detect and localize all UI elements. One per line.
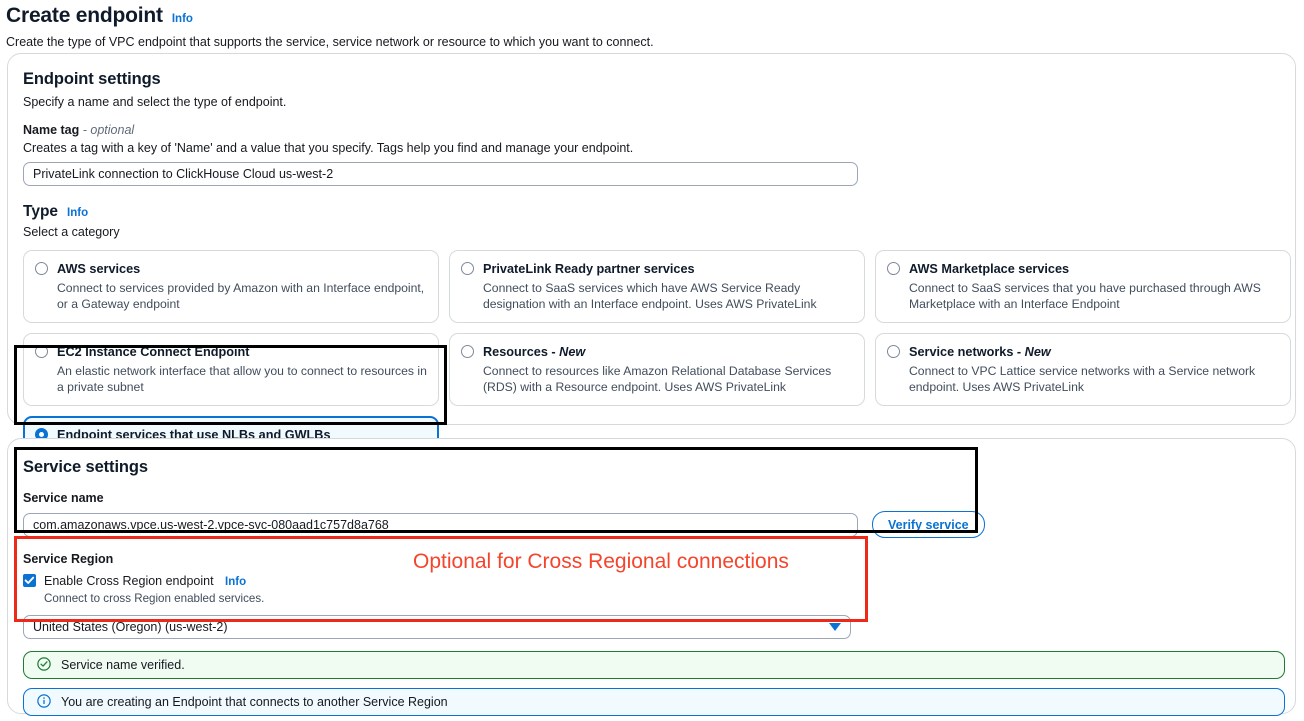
type-option-aws-marketplace-services[interactable]: AWS Marketplace services Connect to SaaS… — [875, 250, 1291, 324]
type-option-label: EC2 Instance Connect Endpoint — [57, 345, 250, 360]
header-info-link[interactable]: Info — [171, 13, 193, 25]
type-option-label: PrivateLink Ready partner services — [483, 262, 695, 276]
type-info-link[interactable]: Info — [67, 207, 89, 219]
endpoint-settings-description: Specify a name and select the type of en… — [23, 95, 287, 109]
radio-icon[interactable] — [887, 262, 900, 275]
service-settings-panel: Service settings Service name com.amazon… — [7, 438, 1296, 716]
type-option-service-networks[interactable]: Service networks - New Connect to VPC La… — [875, 333, 1291, 407]
name-tag-label-text: Name tag — [23, 123, 80, 137]
annotation-cross-region-note: Optional for Cross Regional connections — [413, 550, 789, 573]
type-option-description: Connect to services provided by Amazon w… — [57, 281, 425, 312]
service-name-row: com.amazonaws.vpce.us-west-2.vpce-svc-08… — [23, 511, 1280, 538]
alert-text: Service name verified. — [61, 658, 185, 672]
alert-cross-region-endpoint: You are creating an Endpoint that connec… — [23, 688, 1285, 716]
type-label: Type — [23, 203, 59, 220]
page-header: Create endpoint Info Create the type of … — [0, 0, 1304, 49]
service-settings-title: Service settings — [23, 458, 148, 476]
type-option-label: AWS services — [57, 262, 141, 276]
type-option-privatelink-ready-partner-services[interactable]: PrivateLink Ready partner services Conne… — [449, 250, 865, 324]
new-badge: New — [1024, 345, 1051, 360]
type-option-ec2-instance-connect-endpoint[interactable]: EC2 Instance Connect Endpoint An elastic… — [23, 333, 439, 407]
type-option-text: AWS Marketplace services Connect to SaaS… — [909, 260, 1279, 312]
checkbox-icon[interactable] — [23, 574, 36, 587]
type-option-description: Connect to VPC Lattice service networks … — [909, 364, 1256, 395]
service-name-field: Service name com.amazonaws.vpce.us-west-… — [23, 491, 1280, 538]
alert-text: You are creating an Endpoint that connec… — [61, 695, 448, 709]
radio-icon[interactable] — [461, 262, 474, 275]
alert-service-name-verified: Service name verified. — [23, 651, 1285, 679]
type-option-description: An elastic network interface that allow … — [57, 364, 427, 395]
type-option-description: Connect to SaaS services which have AWS … — [483, 281, 817, 312]
endpoint-settings-panel: Endpoint settings Specify a name and sel… — [7, 53, 1296, 522]
type-option-text: AWS services Connect to services provide… — [57, 260, 427, 312]
type-option-text: Service networks - New Connect to VPC La… — [909, 343, 1279, 395]
page-title: Create endpoint — [6, 4, 163, 27]
type-option-description: Connect to resources like Amazon Relatio… — [483, 364, 832, 395]
type-option-label: AWS Marketplace services — [909, 262, 1070, 276]
cross-region-info-link[interactable]: Info — [225, 576, 247, 588]
name-tag-label: Name tag - optional — [23, 123, 1280, 137]
service-region-selected-value: United States (Oregon) (us-west-2) — [33, 620, 228, 634]
type-option-label-text: Service networks - — [909, 345, 1025, 360]
name-tag-optional: - optional — [82, 123, 135, 137]
type-head: Type Info — [23, 203, 1280, 221]
type-option-text: PrivateLink Ready partner services Conne… — [483, 260, 853, 312]
type-option-text: Resources - New Connect to resources lik… — [483, 343, 853, 395]
verify-service-button[interactable]: Verify service — [872, 511, 985, 538]
page-title-row: Create endpoint Info — [6, 4, 1304, 28]
service-region-select[interactable]: United States (Oregon) (us-west-2) — [23, 615, 851, 639]
type-option-label: Service networks - New — [909, 345, 1051, 359]
page-description: Create the type of VPC endpoint that sup… — [6, 35, 654, 49]
radio-icon[interactable] — [461, 345, 474, 359]
cross-region-checkbox-text: Enable Cross Region endpoint Info Connec… — [44, 572, 264, 605]
radio-icon[interactable] — [35, 262, 48, 275]
name-tag-field: Name tag - optional Creates a tag with a… — [23, 123, 1280, 186]
radio-icon[interactable] — [887, 345, 900, 359]
chevron-down-icon[interactable] — [829, 623, 841, 631]
name-tag-input[interactable]: PrivateLink connection to ClickHouse Clo… — [23, 162, 858, 186]
type-option-aws-services[interactable]: AWS services Connect to services provide… — [23, 250, 439, 324]
service-region-label: Service Region — [23, 552, 114, 566]
type-option-description: Connect to SaaS services that you have p… — [909, 281, 1261, 312]
info-circle-icon — [37, 693, 51, 711]
new-badge: New — [559, 345, 586, 360]
service-settings-body: Service settings Service name com.amazon… — [8, 439, 1295, 716]
endpoint-settings-title: Endpoint settings — [23, 70, 161, 88]
cross-region-checkbox-hint: Connect to cross Region enabled services… — [44, 592, 265, 605]
type-option-resources[interactable]: Resources - New Connect to resources lik… — [449, 333, 865, 407]
type-option-text: EC2 Instance Connect Endpoint An elastic… — [57, 343, 427, 395]
service-name-label: Service name — [23, 491, 104, 505]
type-sub-label: Select a category — [23, 225, 120, 239]
type-option-label: Resources - New — [483, 345, 585, 359]
check-circle-icon — [37, 656, 51, 674]
cross-region-checkbox-label: Enable Cross Region endpoint — [44, 574, 214, 588]
type-options-grid: AWS services Connect to services provide… — [23, 250, 1291, 407]
radio-icon[interactable] — [35, 345, 48, 359]
cross-region-checkbox-row[interactable]: Enable Cross Region endpoint Info Connec… — [23, 572, 1280, 605]
service-name-input[interactable]: com.amazonaws.vpce.us-west-2.vpce-svc-08… — [23, 512, 858, 537]
name-tag-hint: Creates a tag with a key of 'Name' and a… — [23, 141, 634, 155]
type-option-label-text: Resources - — [483, 345, 560, 360]
